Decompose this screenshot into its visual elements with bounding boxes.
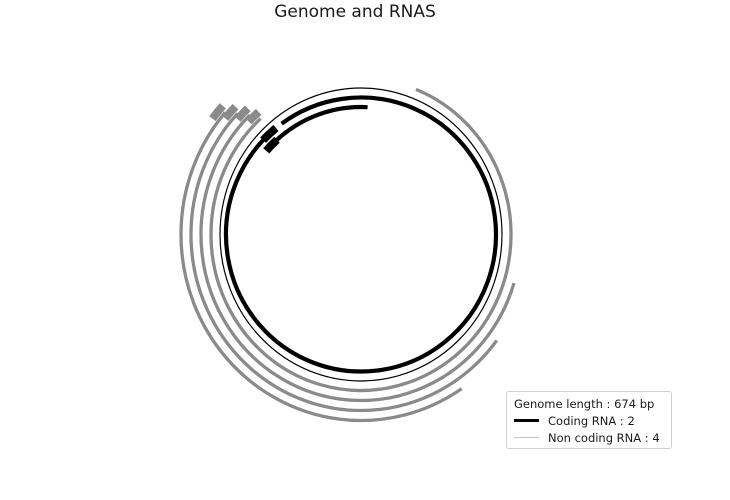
- noncoding-rna-2-head: [234, 105, 251, 122]
- noncoding-rna-3-body: [189, 112, 499, 413]
- noncoding-rna-1-body: [209, 87, 513, 393]
- genome-circle: [219, 87, 503, 382]
- coding-rna-legend-line: [514, 419, 539, 422]
- noncoding-rna-4-body: [179, 111, 463, 423]
- legend-noncoding-rna-label: Non coding RNA : 4: [548, 430, 660, 445]
- noncoding-rna-legend-line: [514, 436, 539, 439]
- coding-rna-1-head: [260, 124, 279, 143]
- legend-coding-rna-label: Coding RNA : 2: [548, 413, 635, 428]
- legend-genome-length-label: Genome length : 674 bp: [514, 396, 655, 411]
- legend-noncoding-rna: Non coding RNA : 4: [514, 429, 671, 446]
- coding-rna-1-body: [223, 95, 499, 374]
- legend: Genome length : 674 bp Coding RNA : 2 No…: [506, 391, 672, 449]
- coding-rna-2-head: [263, 136, 280, 154]
- coding-rna-2-body: [267, 104, 368, 149]
- legend-genome-length: Genome length : 674 bp: [514, 395, 671, 412]
- noncoding-rna-4-head: [209, 103, 226, 122]
- noncoding-rna-3-head: [222, 103, 239, 121]
- legend-coding-rna: Coding RNA : 2: [514, 412, 671, 429]
- noncoding-rna-1-head: [245, 108, 262, 125]
- plot-title: Genome and RNAS: [274, 2, 436, 22]
- noncoding-rna-2-body: [199, 113, 516, 403]
